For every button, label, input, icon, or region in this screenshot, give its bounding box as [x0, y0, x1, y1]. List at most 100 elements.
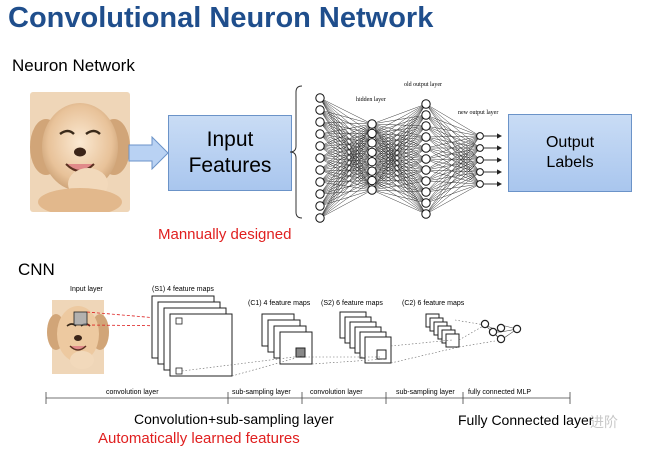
mlp-connection	[319, 170, 373, 207]
mlp-connection	[371, 114, 427, 125]
mlp-connection	[371, 161, 427, 182]
c1-feature-maps	[261, 313, 313, 365]
hidden-layer-label: hidden layer	[356, 97, 386, 103]
s2-feature-maps	[339, 311, 392, 364]
mlp-connection	[425, 103, 481, 173]
mlp-connection	[425, 171, 481, 193]
output-box-line2: Labels	[546, 154, 594, 171]
old-output-layer-label: old output layer	[404, 82, 442, 88]
mlp-connections	[319, 97, 502, 219]
mlp-neuron	[367, 147, 377, 157]
mlp-connection	[371, 170, 427, 204]
mlp-connection	[371, 147, 427, 181]
mlp-connection	[425, 136, 481, 173]
mlp-connection	[371, 133, 427, 193]
mlp-connection	[371, 161, 427, 171]
mlp-connection	[371, 158, 427, 162]
mlp-connection	[371, 103, 427, 153]
mlp-connection	[319, 152, 373, 219]
mlp-connection	[319, 152, 373, 195]
mlp-connection	[319, 123, 373, 195]
mlp-connection	[371, 152, 427, 204]
mlp-connection	[371, 180, 427, 204]
mlp-neuron	[315, 213, 325, 223]
mlp-connection	[425, 114, 481, 161]
mlp-connection	[425, 159, 481, 171]
mlp-connection	[371, 103, 427, 162]
mlp-connection	[371, 147, 427, 172]
mlp-connection	[371, 158, 427, 191]
mlp-connection	[425, 135, 481, 160]
mlp-connection	[371, 152, 427, 171]
input-box-line2: Features	[188, 154, 272, 177]
mlp-connection	[371, 169, 427, 181]
mlp-connection	[425, 147, 481, 193]
mlp-connection	[319, 161, 373, 207]
mlp-connection	[425, 135, 481, 215]
mlp-connection	[371, 136, 427, 153]
mlp-connection	[425, 159, 481, 182]
mlp-connection	[371, 136, 427, 144]
mlp-connection	[319, 123, 373, 147]
mlp-connection	[425, 147, 481, 160]
mlp-connection	[371, 147, 427, 191]
mlp-connection	[371, 158, 427, 181]
mlp-neuron	[315, 129, 325, 139]
mlp-neuron	[421, 143, 431, 153]
mlp-connection	[425, 103, 481, 185]
s2-feature-maps-label: (S2) 6 feature maps	[321, 300, 383, 307]
mlp-connection	[319, 142, 373, 183]
mlp-connection	[425, 136, 481, 149]
input-box-line1: Input	[206, 128, 254, 151]
mlp-connection	[319, 180, 373, 183]
mlp-connection	[371, 142, 427, 182]
mlp-neuron	[421, 187, 431, 197]
mlp-neuron	[421, 176, 431, 186]
output-labels-box: Output Labels	[508, 114, 632, 192]
mlp-connection	[425, 125, 481, 137]
puppy-image	[30, 92, 130, 212]
mlp-connection	[425, 183, 481, 215]
cnn-input-puppy-image	[47, 300, 109, 374]
mlp-connection	[319, 123, 373, 207]
mlp-connection	[425, 147, 481, 173]
mlp-connection	[371, 152, 427, 193]
mlp-connection	[319, 97, 373, 125]
mlp-connection	[371, 161, 427, 215]
mlp-connection	[371, 136, 427, 172]
mlp-connection	[319, 133, 373, 195]
mlp-neuron	[421, 99, 431, 109]
arrow-right-icon	[128, 136, 169, 170]
mlp-connection	[425, 136, 481, 185]
mlp-connection	[319, 142, 373, 195]
mlp-connection	[319, 133, 373, 135]
mlp-connection	[371, 125, 427, 191]
mlp-neuron	[367, 138, 377, 148]
mlp-connection	[371, 142, 427, 215]
mlp-connection	[371, 133, 427, 204]
mlp-connection	[425, 183, 481, 193]
mlp-neuron	[367, 157, 377, 167]
mlp-connection	[371, 103, 427, 134]
mlp-connection	[425, 114, 481, 137]
mlp-connection	[371, 161, 427, 204]
mlp-connection	[371, 142, 427, 149]
mlp-neuron	[421, 132, 431, 142]
mlp-connection	[425, 158, 481, 173]
mlp-connection	[425, 135, 481, 138]
mlp-connection	[425, 114, 481, 149]
mlp-connection	[371, 147, 427, 162]
mlp-connection	[425, 103, 481, 149]
mlp-connection	[425, 135, 481, 171]
bottom-label-fully-connected: fully connected MLP	[468, 389, 531, 396]
arrowhead-icon	[497, 145, 502, 151]
mlp-connection	[425, 159, 481, 204]
mlp-neuron	[315, 141, 325, 151]
s1-feature-maps	[151, 295, 233, 377]
mlp-connection	[425, 171, 481, 182]
mlp-connection	[319, 152, 373, 207]
watermark-text: 进阶	[590, 414, 618, 430]
mlp-connection	[371, 142, 427, 204]
mlp-neuron	[421, 154, 431, 164]
mlp-neuron	[421, 165, 431, 175]
